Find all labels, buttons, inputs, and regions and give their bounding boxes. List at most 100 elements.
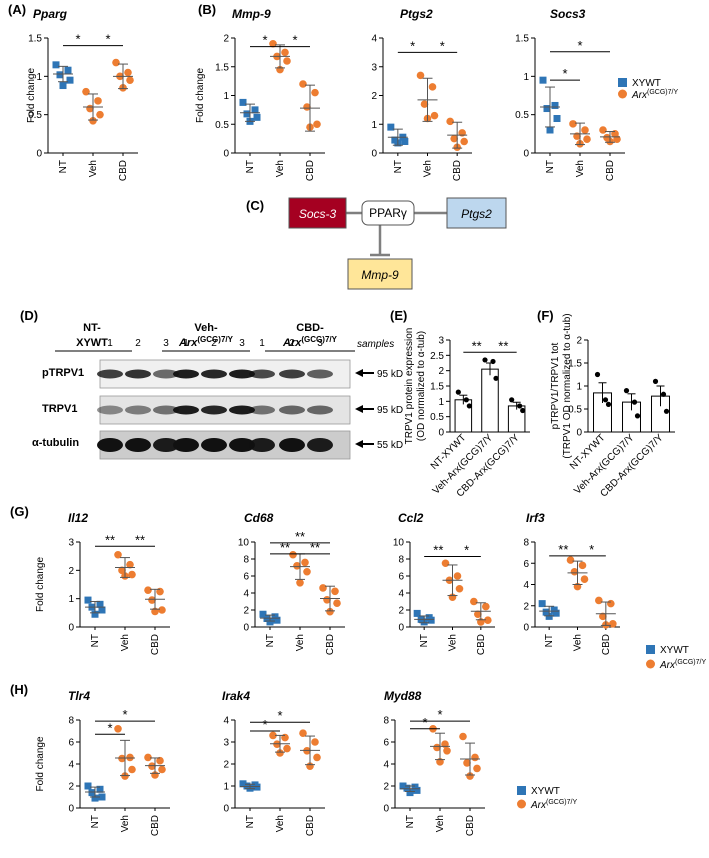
blot-bands xyxy=(97,369,333,452)
significance-star: * xyxy=(437,707,442,722)
data-point xyxy=(634,413,641,419)
y-tick-label: 0.5 xyxy=(568,405,582,416)
trpv1-size-arrowhead xyxy=(355,405,363,413)
data-point-arx xyxy=(313,753,321,762)
x-tick-label: Veh xyxy=(120,634,131,651)
data-point-wt xyxy=(239,780,247,788)
x-tick-label: Veh xyxy=(88,160,99,177)
data-point-wt xyxy=(59,82,67,90)
data-point-wt xyxy=(84,596,92,604)
significance-star: ** xyxy=(310,540,320,555)
blot-band xyxy=(173,405,199,415)
blot-lane-number: 1 xyxy=(107,338,113,349)
data-point-arx xyxy=(311,88,319,97)
data-point-wt xyxy=(551,101,559,109)
data-point-arx xyxy=(112,58,120,67)
blot-band xyxy=(173,438,199,452)
legend-arx-sup: (GCG)7/Y xyxy=(647,89,678,96)
data-point-arx xyxy=(474,610,482,619)
y-tick-label: 8 xyxy=(383,716,389,727)
y-tick-label: 0.5 xyxy=(515,110,529,121)
data-point-wt xyxy=(239,98,247,106)
mmp9-label: Mmp-9 xyxy=(361,268,399,282)
data-point-arx xyxy=(430,111,439,120)
data-point xyxy=(660,391,667,397)
blot-band xyxy=(279,369,305,379)
y-tick-label: 6 xyxy=(243,572,249,583)
y-tick-label: 2 xyxy=(438,366,444,377)
y-tick-label: 2 xyxy=(68,566,74,577)
x-tick-label: Veh xyxy=(448,634,459,651)
y-tick-label: 6 xyxy=(523,559,529,570)
y-tick-label: 1 xyxy=(36,72,42,83)
data-point-wt xyxy=(91,610,99,618)
ptrpv1-size-label: 95 kD xyxy=(377,369,403,380)
data-point-arx xyxy=(299,80,307,88)
data-point-arx xyxy=(326,607,334,616)
y-tick-label: 0 xyxy=(523,149,529,160)
significance-star: * xyxy=(292,33,297,48)
pathway-diagram: Socs-3 PPARγ Ptgs2 Mmp-9 xyxy=(288,197,507,290)
x-tick-label: CBD xyxy=(465,815,476,836)
y-tick-label: 2 xyxy=(223,760,229,771)
data-point-wt xyxy=(401,138,409,145)
y-tick-label: 1 xyxy=(371,120,377,131)
chart-title: Ptgs2 xyxy=(400,7,433,21)
y-tick-label: 1 xyxy=(68,594,74,605)
data-point-arx xyxy=(470,597,478,606)
data-point-arx xyxy=(144,586,152,594)
data-point xyxy=(490,358,496,365)
data-point-arx xyxy=(114,550,122,559)
x-tick-label: NT xyxy=(405,815,416,828)
data-point-wt xyxy=(403,784,411,792)
x-tick-label: NT xyxy=(245,815,256,828)
data-point-arx xyxy=(269,731,277,740)
blot-band xyxy=(173,369,199,379)
blot-row-label-trpv1: TRPV1 xyxy=(42,403,77,415)
y-tick-label: 1.5 xyxy=(515,34,529,45)
data-point-arx xyxy=(323,596,331,604)
significance-star: * xyxy=(277,708,282,723)
blot-band xyxy=(201,438,227,452)
data-point-arx xyxy=(460,137,468,146)
y-tick-label: 1 xyxy=(223,782,229,793)
data-point-arx xyxy=(94,97,102,105)
significance-star: * xyxy=(440,38,445,53)
y-tick-label: 4 xyxy=(68,760,74,771)
data-point-arx xyxy=(118,566,126,575)
y-tick-label: 0 xyxy=(523,623,529,634)
legend-top: XYWT Arx(GCG)7/Y xyxy=(618,78,678,101)
blot-group-3-line1: CBD- xyxy=(296,322,324,334)
panel-label-g: (G) xyxy=(10,504,29,519)
data-point xyxy=(602,397,609,403)
y-axis-title-line2: (TRPV1 OD normalized to α-tub) xyxy=(562,313,573,458)
data-point-wt xyxy=(52,61,60,69)
data-point-arx xyxy=(455,584,464,593)
significance-star: * xyxy=(105,32,110,47)
data-point xyxy=(520,407,526,414)
y-tick-label: 6 xyxy=(383,738,389,749)
y-tick-label: 4 xyxy=(398,589,404,600)
chart-title: Socs3 xyxy=(550,7,586,21)
significance-star: ** xyxy=(135,532,145,547)
data-point xyxy=(594,371,601,378)
blot-band xyxy=(279,438,305,452)
data-point-arx xyxy=(144,753,152,762)
socs3-box xyxy=(288,197,347,229)
y-tick-label: 4 xyxy=(223,716,229,727)
data-point-arx xyxy=(595,596,603,605)
data-point-arx xyxy=(416,71,425,80)
y-tick-label: 1 xyxy=(576,382,582,393)
ppar-box xyxy=(361,200,415,226)
data-point-wt xyxy=(98,793,106,801)
data-point-arx xyxy=(148,762,156,770)
data-point-arx xyxy=(299,729,307,737)
significance-star: ** xyxy=(295,529,305,544)
blot-band xyxy=(153,369,179,379)
data-point-wt xyxy=(66,76,74,84)
ptgs2-box xyxy=(446,197,507,229)
y-tick-label: 0.5 xyxy=(430,412,444,423)
x-tick-label: Veh xyxy=(435,815,446,832)
